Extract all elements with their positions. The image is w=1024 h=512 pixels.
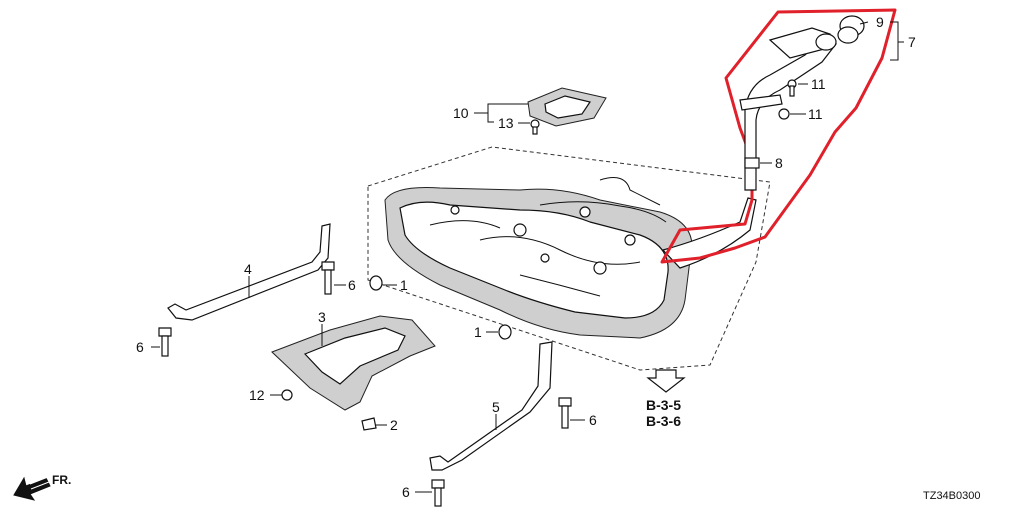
front-direction-label: FR. (52, 473, 71, 487)
ref-code-2[interactable]: B-3-6 (646, 413, 681, 429)
label-1-upper: 1 (400, 277, 408, 293)
label-8: 8 (775, 155, 783, 171)
label-6-bottom: 6 (402, 484, 410, 500)
fuel-tank-strap-part-5[interactable] (429, 341, 553, 471)
bolt-part-6-upper[interactable] (321, 261, 335, 295)
label-1-lower: 1 (474, 324, 482, 340)
clip-part-8[interactable] (744, 157, 760, 169)
part-number-labels: 9 7 11 11 8 10 13 4 6 1 3 6 1 12 5 6 2 6 (136, 14, 916, 500)
heat-shield-part-3[interactable] (271, 315, 436, 411)
label-10: 10 (453, 105, 469, 121)
bolt-part-6-right[interactable] (558, 397, 572, 429)
label-6-upper: 6 (348, 277, 356, 293)
label-13: 13 (498, 115, 514, 131)
label-12: 12 (249, 387, 265, 403)
label-11-lower: 11 (808, 106, 823, 122)
label-9: 9 (876, 14, 884, 30)
reference-arrow[interactable] (646, 369, 686, 393)
grommet-part-1-lower[interactable] (498, 324, 512, 340)
ref-code-1[interactable]: B-3-5 (646, 397, 681, 413)
bolt-part-11-lower[interactable] (778, 108, 790, 120)
leader-lines (151, 21, 904, 493)
nut-part-12[interactable] (281, 389, 293, 401)
fuel-tank-assembly[interactable] (367, 146, 771, 371)
fuel-filler-cap[interactable] (837, 15, 865, 44)
clip-part-2[interactable] (361, 417, 377, 431)
label-3: 3 (318, 309, 326, 325)
bolt-part-11-upper[interactable] (787, 79, 797, 97)
grommet-part-1-upper[interactable] (369, 275, 383, 291)
label-6-left: 6 (136, 339, 144, 355)
label-11-upper: 11 (811, 76, 826, 92)
label-5: 5 (492, 399, 500, 415)
fuel-pump-cover-plate[interactable] (527, 87, 607, 127)
nut-part-13[interactable] (530, 119, 540, 135)
label-4: 4 (244, 261, 252, 277)
diagram-code: TZ34B0300 (923, 490, 980, 502)
label-7: 7 (908, 34, 916, 50)
label-6-right: 6 (589, 412, 597, 428)
bolt-part-6-bottom[interactable] (431, 479, 445, 507)
fuel-tank-strap-part-4[interactable] (167, 223, 331, 321)
bolt-part-6-left[interactable] (158, 327, 172, 357)
label-2: 2 (390, 417, 398, 433)
front-direction-arrow: FR. (13, 473, 71, 501)
fuel-filler-pipe[interactable] (739, 27, 837, 191)
